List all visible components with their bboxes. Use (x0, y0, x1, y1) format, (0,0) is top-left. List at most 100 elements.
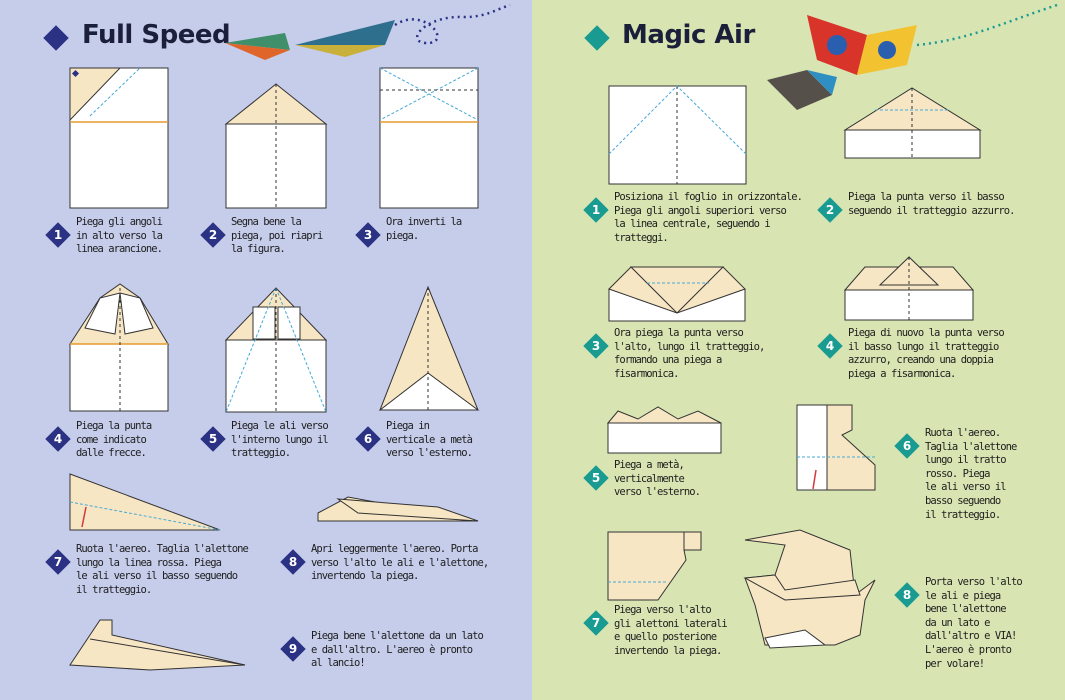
step-number: 2 (208, 228, 218, 242)
step-text-line: verso l'esterno. (386, 447, 473, 460)
step-text-line: Piega gli angoli superiori verso (614, 204, 787, 217)
step-text-line: Ruota l'aereo. Taglia l'alettone (76, 543, 249, 555)
step-number: 7 (591, 616, 601, 630)
step-text-line: bene l'alettone (925, 603, 1007, 616)
step-text-line: Piega a metà, (614, 459, 685, 471)
step-badge: 5 (201, 427, 225, 451)
step-text-line: lungo il tratto (925, 454, 1007, 467)
step-badge: 4 (46, 427, 70, 451)
step-text-line: rosso. Piega (925, 467, 990, 480)
step-1-diagram (69, 67, 169, 209)
step-badge: 4 (818, 334, 842, 358)
step-badge: 6 (356, 427, 380, 451)
step-text-line: dall'altro e VIA! (925, 630, 1017, 643)
step-number: 4 (825, 339, 835, 353)
step-text-line: Piega di nuovo la punta verso (848, 327, 1005, 339)
step-9-diagram (69, 619, 246, 671)
step-text-line: le ali verso il basso seguendo (76, 570, 238, 583)
step-1-diagram (608, 85, 747, 185)
step-text-line: tratteggio. (231, 447, 291, 460)
step-7-diagram (69, 473, 221, 531)
step-text-line: formando una piega a (614, 354, 722, 367)
step-text: Posiziona il foglio in orizzontale.Piega… (614, 191, 803, 245)
step-text-line: seguendo il tratteggio azzurro. (848, 204, 1015, 217)
step-text-line: basso seguendo (925, 494, 1001, 507)
step-text-line: Piega verso l'alto (614, 604, 712, 616)
step-text-line: Piega bene l'alettone da un lato (311, 630, 484, 642)
step-text-line: dalle frecce. (76, 447, 147, 460)
step-number: 3 (591, 339, 601, 353)
step-text-line: al lancio! (311, 657, 366, 670)
step-number: 5 (591, 471, 601, 485)
step-text-line: Posiziona il foglio in orizzontale. (614, 191, 803, 203)
page-title: Full Speed (82, 20, 231, 50)
step-badge: 6 (895, 434, 919, 458)
title-diamond-icon (43, 25, 69, 51)
step-number: 3 (363, 228, 373, 242)
step-text-line: Ora piega la punta verso (614, 327, 744, 339)
step-text-line: Piega le ali verso (231, 420, 329, 432)
step-number: 6 (902, 439, 912, 453)
step-badge: 7 (46, 550, 70, 574)
step-text-line: fisarmonica. (614, 367, 679, 380)
step-text-line: per volare! (925, 657, 985, 670)
step-7-diagram (607, 531, 702, 601)
step-number: 2 (825, 203, 835, 217)
step-6-diagram (796, 404, 876, 491)
step-number: 8 (902, 588, 912, 602)
step-text-line: l'interno lungo il (231, 433, 329, 446)
step-number: 8 (288, 555, 298, 569)
step-text-line: le ali e piega (925, 589, 1001, 602)
step-text-line: Apri leggermente l'aereo. Porta (311, 543, 478, 555)
step-text-line: linea arancione. (76, 243, 163, 256)
step-4-diagram (843, 256, 975, 321)
full-speed-page: Full Speed (0, 0, 532, 700)
step-text-line: da un lato e (925, 616, 990, 629)
step-text-line: Porta verso l'alto (925, 576, 1023, 588)
step-2-diagram (224, 83, 328, 209)
step-text-line: in alto verso la (76, 229, 163, 242)
step-text-line: Piega gli angoli (76, 216, 163, 228)
step-badge: 2 (201, 223, 225, 247)
step-badge: 7 (584, 611, 608, 635)
step-text-line: verso l'alto le ali e l'alettone, (311, 556, 489, 569)
step-text-line: Segna bene la (231, 216, 302, 228)
step-text-line: la figura. (231, 243, 286, 256)
step-text-line: Piega in (386, 420, 430, 432)
step-badge: 3 (584, 334, 608, 358)
step-text-line: come indicato (76, 433, 147, 446)
step-8-diagram (317, 496, 479, 522)
page-title: Magic Air (622, 20, 755, 50)
step-text-line: piega a fisarmonica. (848, 367, 956, 380)
step-text-line: Piega la punta (76, 420, 152, 432)
origami-planes-illustration (767, 3, 1058, 110)
step-text-line: tratteggi. (614, 231, 669, 244)
step-badge: 2 (818, 198, 842, 222)
step-text-line: Ora inverti la (386, 216, 462, 228)
